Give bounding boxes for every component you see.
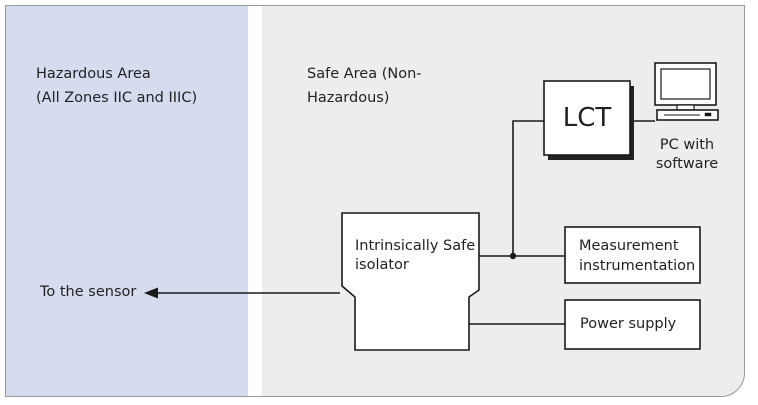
junction-dot	[509, 252, 517, 260]
pc-icon	[654, 62, 719, 121]
sensor-arrow-label: To the sensor	[40, 284, 137, 300]
pc-label-line1: PC with	[659, 137, 715, 153]
isolator-label-line1: Intrinsically Safe	[355, 238, 476, 254]
pc-label-line2: software	[655, 156, 719, 172]
measurement-label-line1: Measurement	[579, 238, 679, 254]
pc-power-light	[704, 112, 712, 117]
power-supply-label: Power supply	[580, 316, 677, 332]
isolator-label-line2: isolator	[355, 257, 409, 273]
lct-label: LCT	[562, 103, 612, 133]
safe-area-subtitle: Hazardous)	[307, 90, 390, 106]
lct-box	[543, 80, 631, 156]
hazardous-area-title: Hazardous Area	[36, 66, 151, 82]
pc-monitor-screen	[660, 68, 711, 100]
power-supply-box	[564, 299, 701, 350]
lct-connector-line	[512, 120, 544, 256]
sensor-arrow-head	[144, 287, 158, 299]
measurement-label-line2: instrumentation	[579, 258, 696, 274]
isolator-box	[341, 212, 480, 351]
zone-divider	[248, 6, 262, 396]
hazardous-area-subtitle: (All Zones IIC and IIIC)	[36, 90, 198, 106]
safe-area-title: Safe Area (Non-	[307, 66, 422, 82]
measurement-box	[564, 226, 701, 284]
hazardous-area-zone	[6, 6, 248, 396]
